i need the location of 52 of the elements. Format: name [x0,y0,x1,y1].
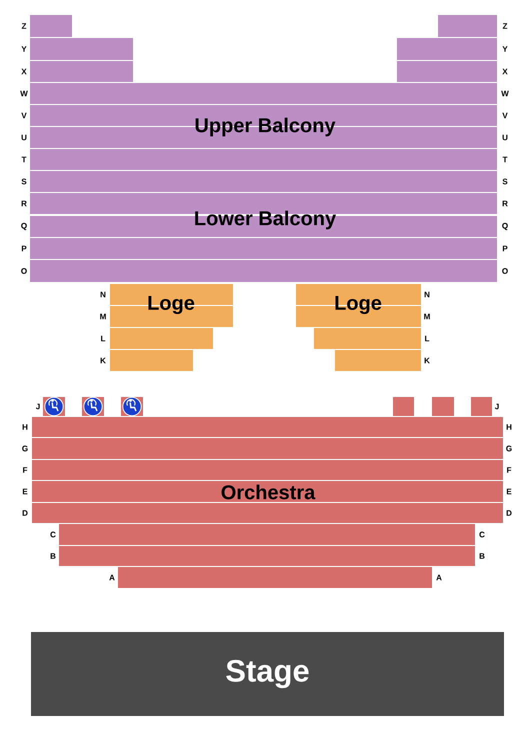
stage-box: Stage [31,632,504,716]
row-label: Q [21,222,27,230]
row-label: V [502,112,508,118]
row-label: P [22,246,26,252]
row-label: L [425,336,430,342]
section-label: Orchestra [222,484,316,500]
row-label: F [507,467,512,473]
row-label: J [36,404,40,410]
row-label: E [506,488,512,494]
row-label: X [21,68,27,74]
row-label: F [23,467,28,473]
row-label: Z [22,23,26,29]
row-label: H [506,424,512,430]
row-label: R [502,200,508,206]
row-label: O [21,268,27,274]
row-label: U [22,134,26,140]
row-label: Q [502,222,508,230]
row-label: E [22,488,28,494]
row-label: T [22,156,26,162]
row-label: B [480,553,485,559]
row-label: O [502,268,508,274]
row-label: H [22,424,28,430]
row-label: W [20,90,28,96]
row-label: U [502,134,508,140]
row-label: A [436,574,442,580]
row-label: D [22,510,28,516]
row-label: A [109,574,115,580]
row-label: N [424,292,430,298]
row-label: D [506,510,512,516]
row-label: Y [502,46,508,52]
row-label: S [22,178,26,184]
row-label: Y [21,46,27,52]
row-label: L [101,336,106,342]
row-label: K [424,358,430,364]
row-label: J [494,404,499,410]
row-label: C [479,532,485,538]
row-label: X [502,68,508,74]
row-label: C [50,532,56,538]
row-label: S [502,178,508,184]
row-label: M [424,314,430,320]
row-label: V [21,112,27,118]
row-label: W [501,90,509,96]
row-label: R [22,200,27,206]
row-label: G [506,446,512,452]
row-label: T [502,156,508,162]
row-label: P [502,246,508,252]
row-label: K [100,358,106,364]
row-label: N [100,292,106,298]
row-label: Z [502,23,508,29]
row-label: M [100,314,106,320]
row-label: G [22,446,28,452]
row-label: B [50,553,56,559]
